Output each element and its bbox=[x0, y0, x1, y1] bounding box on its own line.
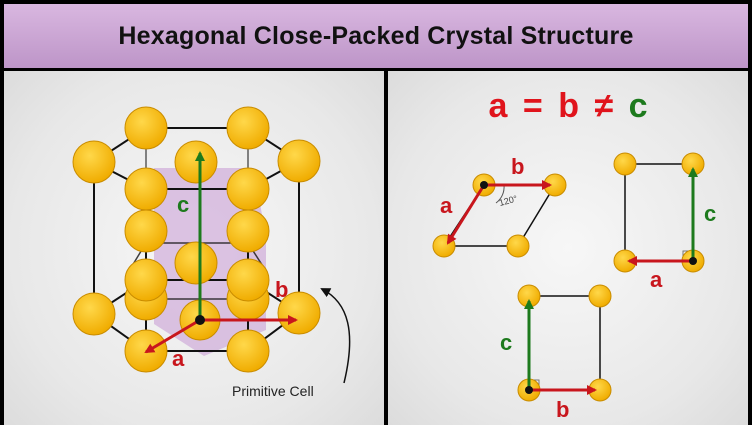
projections-panel: a = b ≠ c 120° b bbox=[388, 71, 748, 425]
origin-dot bbox=[689, 257, 697, 265]
atom bbox=[277, 139, 321, 183]
atoms bbox=[72, 106, 321, 373]
equation-a: a bbox=[489, 87, 509, 125]
atom bbox=[226, 209, 270, 253]
ab-axis-a-label: a bbox=[440, 193, 453, 218]
axis-c-label: c bbox=[177, 192, 189, 217]
origin-dot bbox=[195, 315, 205, 325]
bc-plane-view: c b bbox=[500, 284, 612, 422]
atom bbox=[226, 106, 270, 150]
atom bbox=[174, 140, 218, 184]
ac-axis-a-label: a bbox=[650, 267, 663, 292]
ab-plane-view: 120° b a bbox=[432, 154, 567, 258]
origin-dot bbox=[525, 386, 533, 394]
ab-angle-label: 120° bbox=[498, 193, 519, 208]
atom bbox=[124, 209, 168, 253]
hcp-3d-panel: c b a Primitive Cell bbox=[4, 71, 384, 425]
atom bbox=[226, 258, 270, 302]
projections-diagram: a = b ≠ c 120° b bbox=[432, 87, 716, 422]
bc-axis-b-label: b bbox=[556, 397, 569, 422]
equation-neq: ≠ bbox=[594, 87, 613, 125]
axis-b-label: b bbox=[275, 277, 288, 302]
lattice-equation: a = b ≠ c bbox=[489, 87, 648, 125]
hcp-3d-diagram: c b a Primitive Cell bbox=[72, 106, 351, 399]
atom bbox=[124, 106, 168, 150]
atom bbox=[613, 152, 637, 176]
primitive-cell-label: Primitive Cell bbox=[232, 383, 314, 399]
atom bbox=[72, 140, 116, 184]
lattice-vectors bbox=[144, 151, 298, 354]
equation-b: b bbox=[558, 87, 579, 125]
ac-axis-c-label: c bbox=[704, 201, 716, 226]
atom bbox=[124, 167, 168, 211]
diagram-title: Hexagonal Close-Packed Crystal Structure bbox=[118, 21, 634, 50]
equation-eq: = bbox=[523, 87, 543, 125]
panel-divider bbox=[384, 71, 388, 425]
axis-a-label: a bbox=[172, 346, 185, 371]
atom bbox=[174, 241, 218, 285]
origin-dot bbox=[480, 181, 488, 189]
atom bbox=[506, 234, 530, 258]
atom bbox=[72, 292, 116, 336]
bc-axis-c-label: c bbox=[500, 330, 512, 355]
atom bbox=[588, 284, 612, 308]
ab-axis-b-label: b bbox=[511, 154, 524, 179]
atom bbox=[226, 329, 270, 373]
atom bbox=[226, 167, 270, 211]
ac-plane-view: c a bbox=[613, 152, 716, 292]
ab-axis-a-arrow bbox=[446, 184, 486, 245]
primitive-cell-pointer bbox=[320, 288, 351, 384]
title-bar: Hexagonal Close-Packed Crystal Structure bbox=[4, 4, 748, 71]
axis-a-arrow bbox=[144, 318, 201, 354]
equation-c: c bbox=[629, 87, 648, 125]
atom bbox=[124, 258, 168, 302]
